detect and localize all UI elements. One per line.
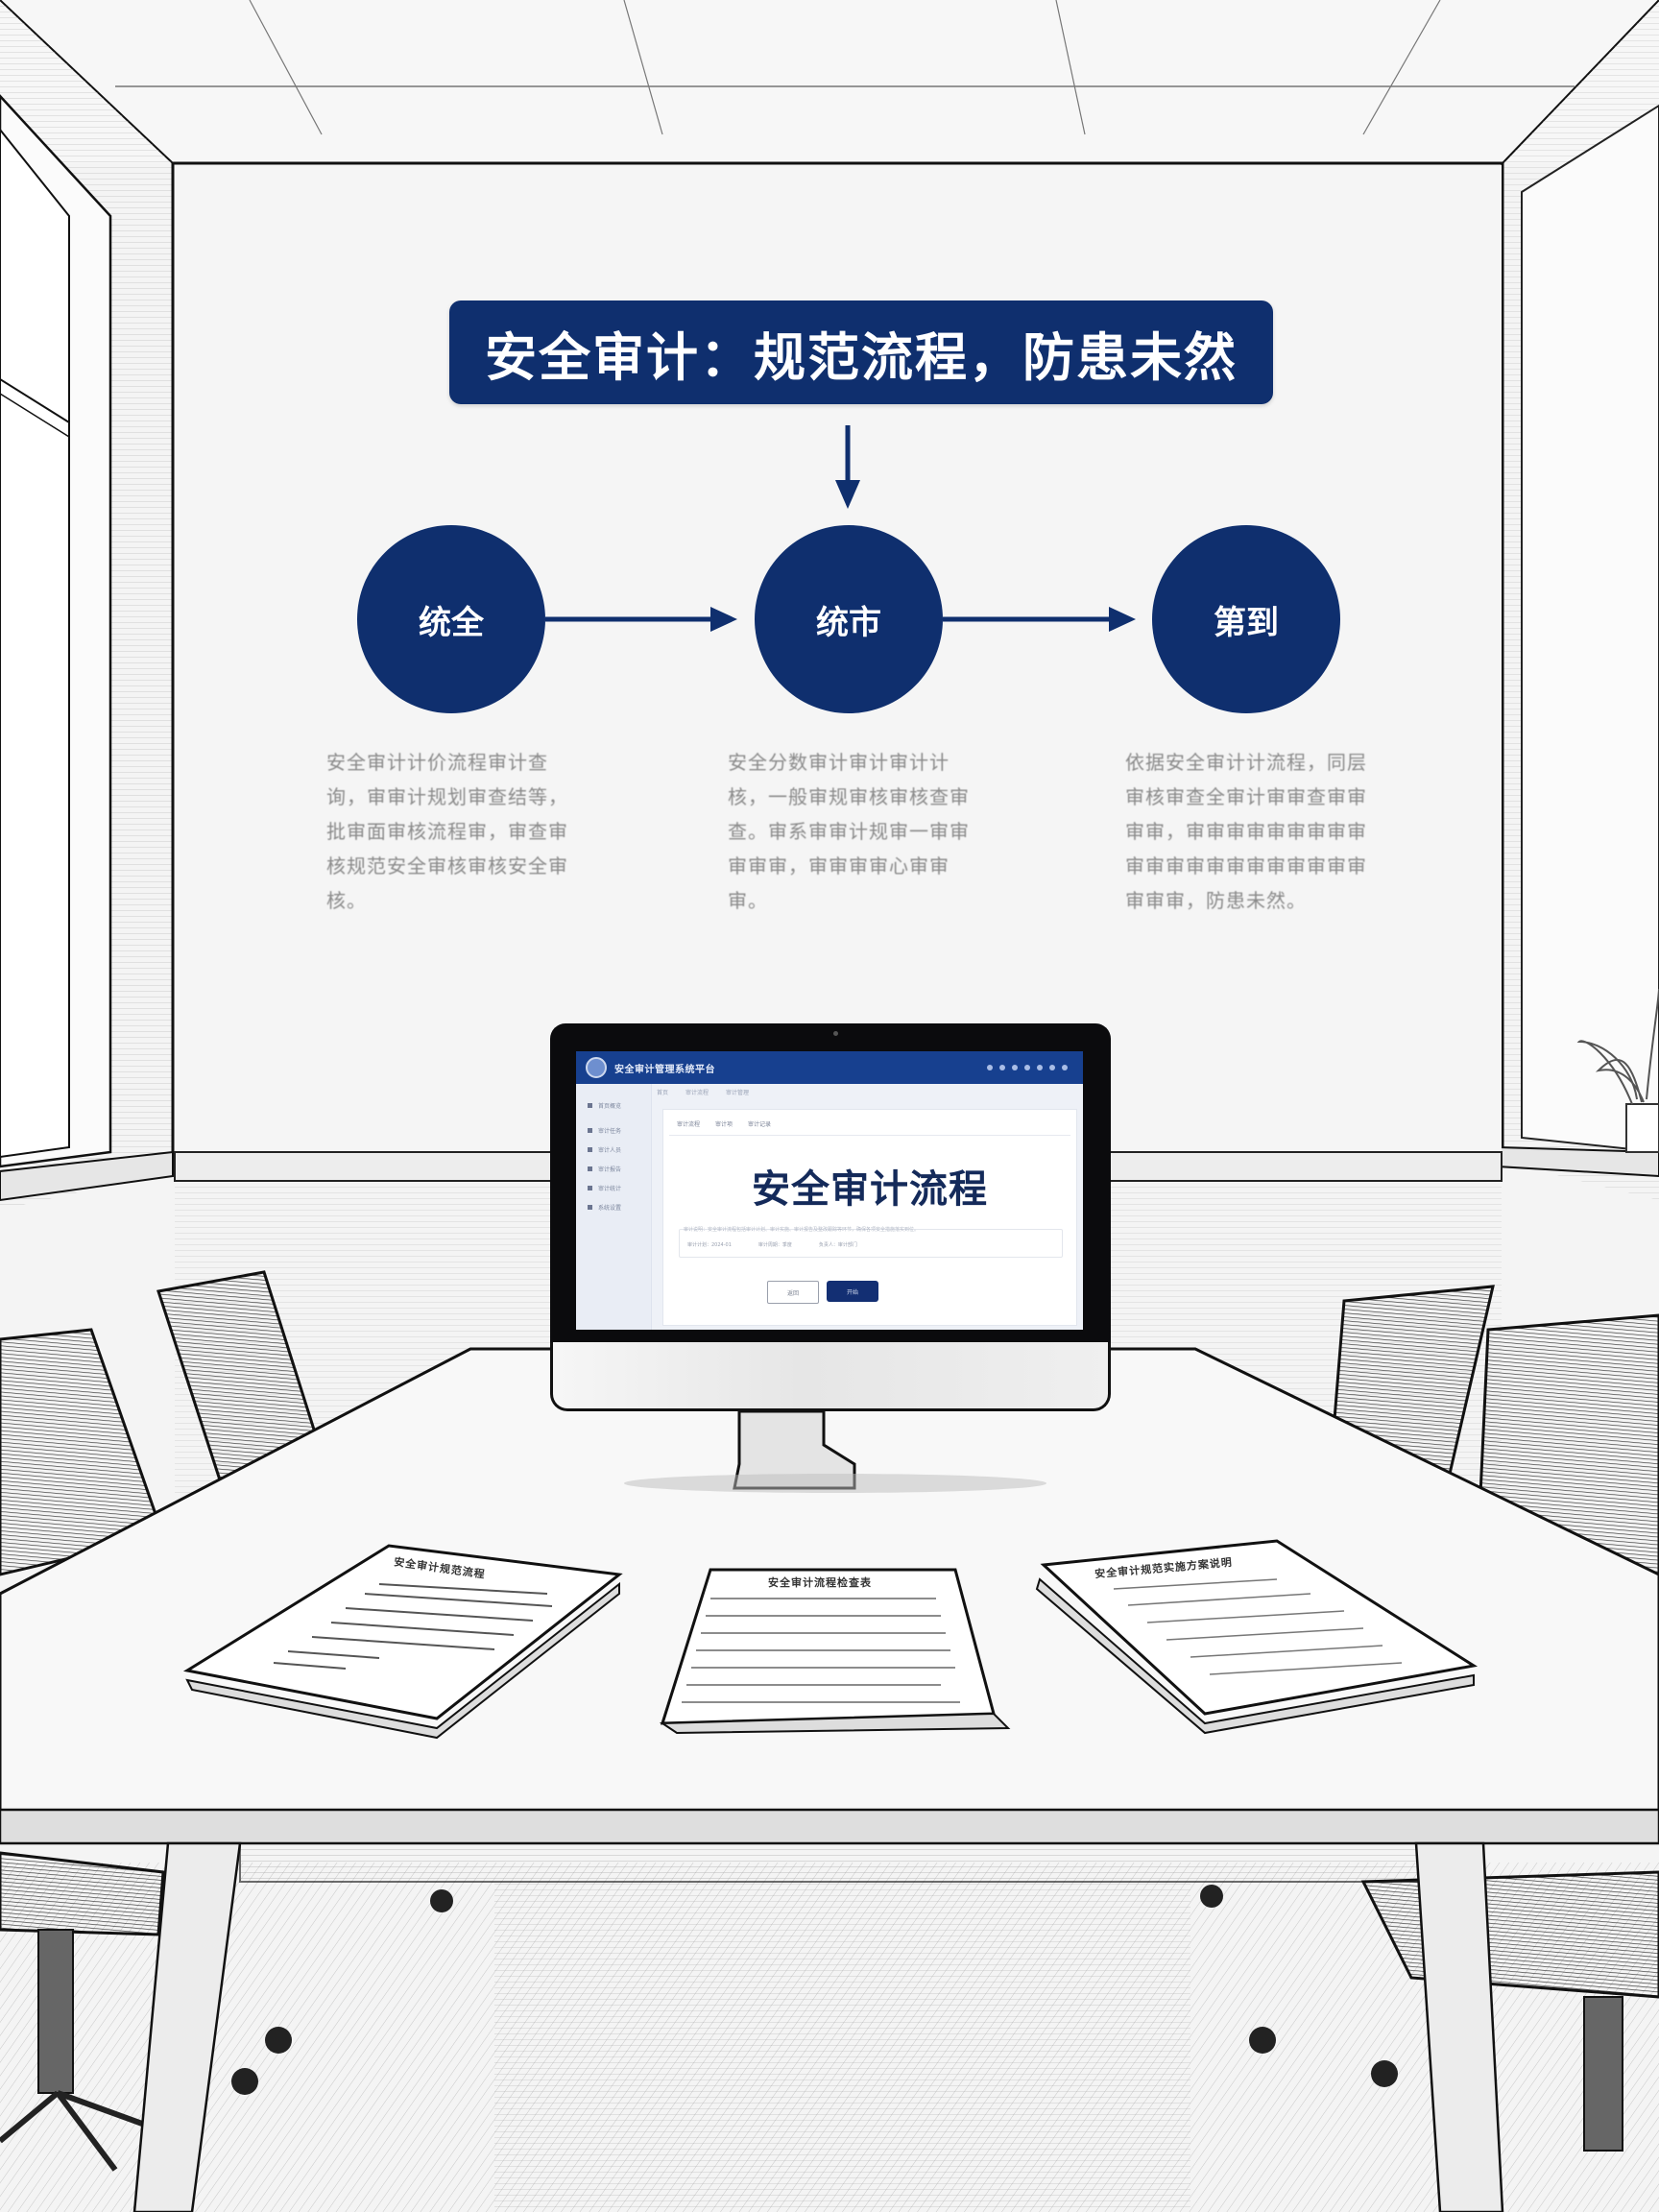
file-icon bbox=[588, 1166, 592, 1171]
ceiling bbox=[0, 0, 1659, 165]
sub-tabs: 审计流程 审计项 审计记录 bbox=[677, 1119, 771, 1128]
sidebar-item-label: 系统设置 bbox=[598, 1204, 622, 1212]
poster-title: 安全审计：规范流程，防患未然 bbox=[485, 326, 1238, 388]
sidebar-item-staff[interactable]: 审计人员 bbox=[588, 1140, 651, 1159]
document-right bbox=[1035, 1539, 1479, 1735]
chart-icon bbox=[588, 1185, 592, 1190]
document-center bbox=[659, 1568, 1011, 1735]
user-icon[interactable] bbox=[1049, 1065, 1055, 1070]
settings-icon bbox=[588, 1204, 592, 1210]
flow-step-2: 统市 bbox=[755, 525, 943, 713]
monitor-stand bbox=[624, 1409, 1046, 1493]
flow-step-1: 统全 bbox=[357, 525, 545, 713]
window-right bbox=[1521, 104, 1659, 1154]
content-panel: 审计流程 审计项 审计记录 安全审计流程 审计说明：安全审计流程包括审计计划、审… bbox=[662, 1109, 1077, 1326]
sidebar-item-tasks[interactable]: 审计任务 bbox=[588, 1120, 651, 1140]
screen-main-title: 安全审计流程 bbox=[752, 1167, 988, 1212]
poster-title-banner: 安全审计：规范流程，防患未然 bbox=[449, 301, 1273, 404]
home-icon[interactable] bbox=[987, 1065, 993, 1070]
sidebar-item-overview[interactable]: 首页概览 bbox=[588, 1095, 651, 1115]
webcam-icon bbox=[833, 1031, 838, 1036]
user-icon bbox=[588, 1146, 592, 1152]
list-icon bbox=[588, 1127, 592, 1133]
document-center-title: 安全审计流程检查表 bbox=[768, 1576, 872, 1589]
subtab-flow[interactable]: 审计流程 bbox=[677, 1121, 701, 1128]
flow-arrows bbox=[545, 425, 1136, 632]
edit-icon[interactable] bbox=[1024, 1065, 1030, 1070]
document-left bbox=[182, 1544, 623, 1740]
cloud-icon[interactable] bbox=[999, 1065, 1005, 1070]
info-item: 审计周期：季度 bbox=[757, 1242, 792, 1248]
header-icon-group bbox=[987, 1065, 1068, 1070]
top-nav: 首页 审计流程 审计管理 bbox=[657, 1088, 749, 1096]
left-wall bbox=[0, 0, 175, 1210]
sidebar-item-label: 审计任务 bbox=[598, 1127, 622, 1135]
flow-step-3-label: 第到 bbox=[1214, 603, 1279, 642]
app-header: 安全审计管理系统平台 bbox=[576, 1051, 1083, 1084]
sidebar-item-label: 审计统计 bbox=[598, 1185, 622, 1192]
info-item: 审计计划：2024-01 bbox=[687, 1242, 732, 1248]
info-items: 审计计划：2024-01 审计周期：季度 负责人：审计部门 bbox=[687, 1241, 857, 1248]
info-icon[interactable] bbox=[1012, 1065, 1018, 1070]
flow-step-2-label: 统市 bbox=[816, 603, 881, 642]
app-title: 安全审计管理系统平台 bbox=[614, 1064, 715, 1075]
settings-icon[interactable] bbox=[1037, 1065, 1043, 1070]
app-sidebar: 首页概览 审计任务 审计人员 审计报告 审计统计 系统设置 bbox=[576, 1084, 652, 1330]
info-box: 审计说明：安全审计流程包括审计计划、审计实施、审计报告及整改跟踪等环节，确保各项… bbox=[679, 1227, 1063, 1258]
tab-home[interactable]: 首页 bbox=[657, 1090, 669, 1096]
subtab-records[interactable]: 审计记录 bbox=[748, 1121, 772, 1128]
monitor-chin bbox=[550, 1342, 1111, 1411]
app-logo-icon bbox=[586, 1057, 607, 1078]
sidebar-item-label: 首页概览 bbox=[598, 1102, 622, 1110]
arrow-right-icon-2 bbox=[1109, 607, 1136, 632]
subtab-items[interactable]: 审计项 bbox=[715, 1121, 733, 1128]
info-item: 负责人：审计部门 bbox=[818, 1242, 857, 1248]
flow-step-2-description: 安全分数审计审计审计计核，一般审规审核审核查审查。审系审审计规审一审审审审审，审… bbox=[728, 751, 970, 912]
chair-front-left bbox=[0, 1851, 453, 2172]
home-icon bbox=[588, 1102, 592, 1108]
arrow-right-icon-1 bbox=[710, 607, 737, 632]
divider bbox=[669, 1135, 1070, 1136]
sidebar-item-label: 审计报告 bbox=[598, 1166, 622, 1173]
tab-audit-flow[interactable]: 审计流程 bbox=[685, 1090, 709, 1096]
flow-step-3-description: 依据安全审计计流程，同层审核审查全审计审审查审审审审，审审审审审审审审审审审审审… bbox=[1125, 751, 1367, 912]
sidebar-item-reports[interactable]: 审计报告 bbox=[588, 1159, 651, 1178]
flow-step-1-description: 安全审计计价流程审计查询，审审计规划审查结等，批审面审核流程审，审查审核规范安全… bbox=[326, 751, 568, 912]
start-button[interactable]: 开始 bbox=[827, 1281, 878, 1302]
flow-step-1-label: 统全 bbox=[419, 603, 484, 642]
sidebar-item-label: 审计人员 bbox=[598, 1146, 622, 1154]
tab-audit-management[interactable]: 审计管理 bbox=[726, 1090, 750, 1096]
sidebar-item-stats[interactable]: 审计统计 bbox=[588, 1178, 651, 1197]
monitor-screen: 安全审计管理系统平台 首页概览 审计任务 审计人员 审计报告 审计统计 系统设置… bbox=[576, 1051, 1083, 1330]
sidebar-item-settings[interactable]: 系统设置 bbox=[588, 1197, 651, 1216]
bell-icon[interactable] bbox=[1062, 1065, 1068, 1070]
right-wall bbox=[1497, 0, 1659, 1200]
window-left bbox=[0, 94, 112, 1168]
back-button[interactable]: 返回 bbox=[767, 1281, 819, 1304]
potted-plant bbox=[1576, 988, 1659, 1153]
flow-step-3: 第到 bbox=[1152, 525, 1340, 713]
info-description: 审计说明：安全审计流程包括审计计划、审计实施、审计报告及整改跟踪等环节，确保各项… bbox=[684, 1227, 920, 1233]
arrow-down-icon bbox=[835, 480, 860, 509]
